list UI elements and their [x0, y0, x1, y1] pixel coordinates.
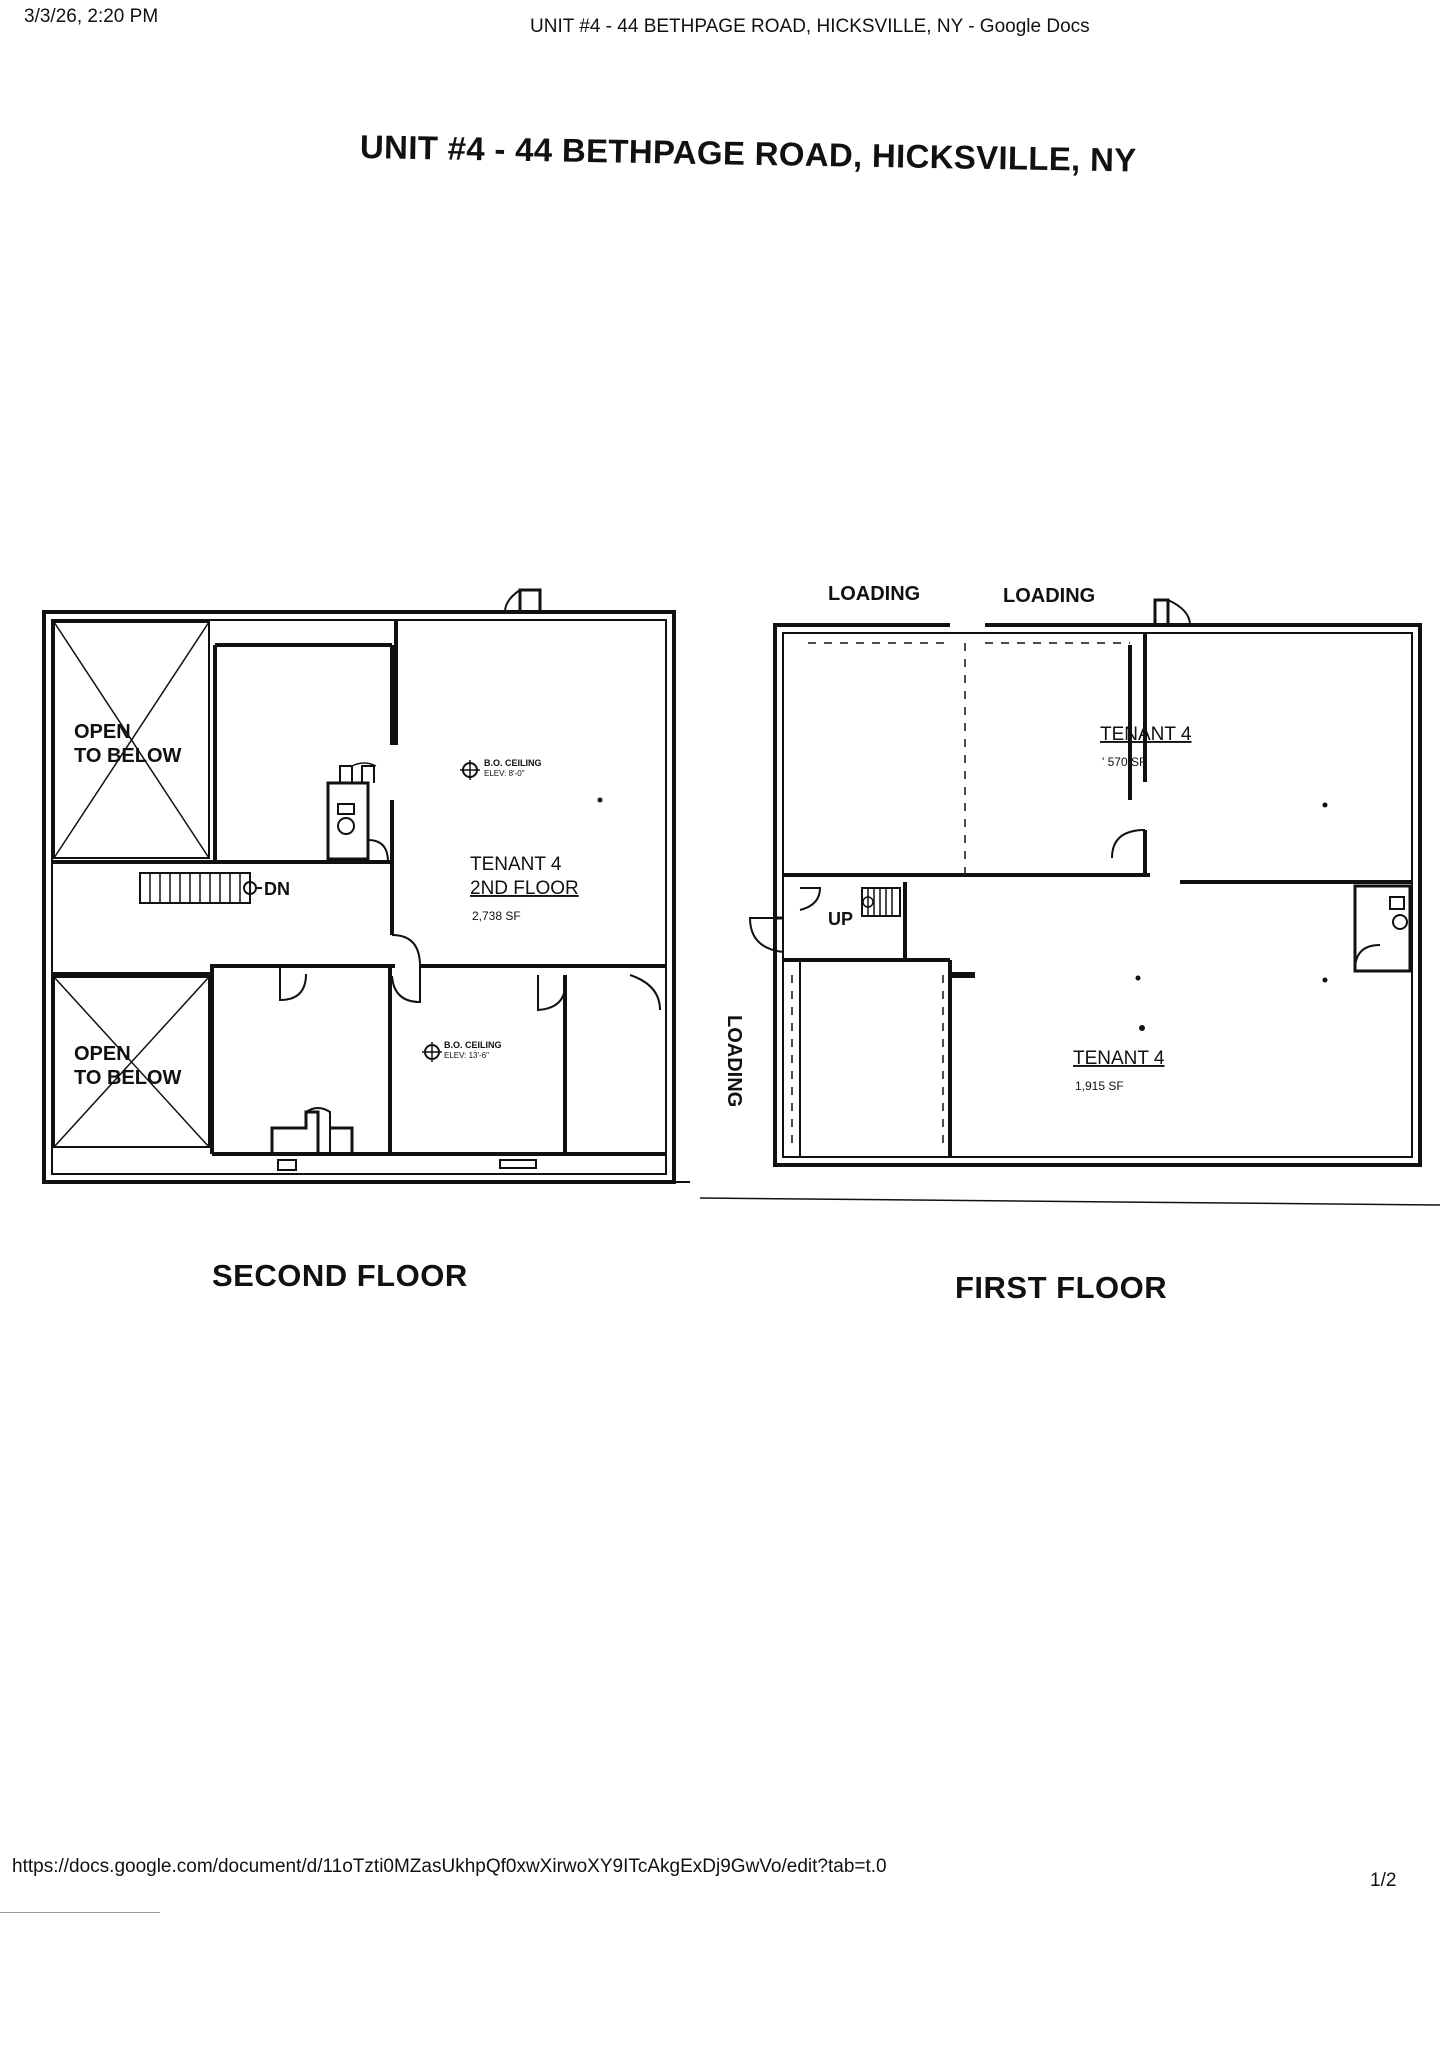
stair-down-label: DN	[264, 879, 290, 899]
ceiling-note-2-line2: ELEV: 13'-6"	[444, 1051, 489, 1060]
footer-divider	[0, 1912, 160, 1913]
open-below-2-line2: TO BELOW	[74, 1067, 182, 1089]
open-below-2-line1: OPEN	[74, 1043, 131, 1065]
second-floor-area: 2,738 SF	[472, 909, 521, 923]
second-floor-label: SECOND FLOOR	[212, 1258, 468, 1293]
stair-up-label: UP	[828, 909, 853, 929]
first-floor-tenant-b-label: TENANT 4	[1073, 1048, 1165, 1069]
ceiling-note-1-line2: ELEV: 8'-0"	[484, 769, 525, 778]
first-floor-label: FIRST FLOOR	[955, 1270, 1168, 1305]
loading-label-2: LOADING	[1003, 585, 1095, 607]
first-floor-tenant-b-area: 1,915 SF	[1075, 1079, 1124, 1093]
first-floor-tenant-a-label: TENANT 4	[1100, 724, 1192, 745]
print-window-title: UNIT #4 - 44 BETHPAGE ROAD, HICKSVILLE, …	[530, 16, 1090, 37]
loading-label-side: LOADING	[723, 1015, 745, 1107]
first-floor-tenant-a-area: ' 570 SF	[1102, 755, 1146, 769]
open-below-1-line1: OPEN	[74, 721, 131, 743]
print-timestamp: 3/3/26, 2:20 PM	[24, 6, 159, 27]
first-floor-plan	[699, 598, 1441, 1206]
second-floor-plan	[42, 588, 690, 1184]
ceiling-note-2-line1: B.O. CEILING	[444, 1040, 502, 1050]
ceiling-note-1-line1: B.O. CEILING	[484, 758, 542, 768]
second-floor-tenant-label: TENANT 4	[470, 854, 562, 875]
open-below-1-line2: TO BELOW	[74, 745, 182, 767]
loading-label-1: LOADING	[828, 583, 920, 605]
footer-page-number: 1/2	[1370, 1870, 1397, 1891]
second-floor-floor-label: 2ND FLOOR	[470, 878, 579, 899]
footer-url: https://docs.google.com/document/d/11oTz…	[12, 1856, 887, 1877]
